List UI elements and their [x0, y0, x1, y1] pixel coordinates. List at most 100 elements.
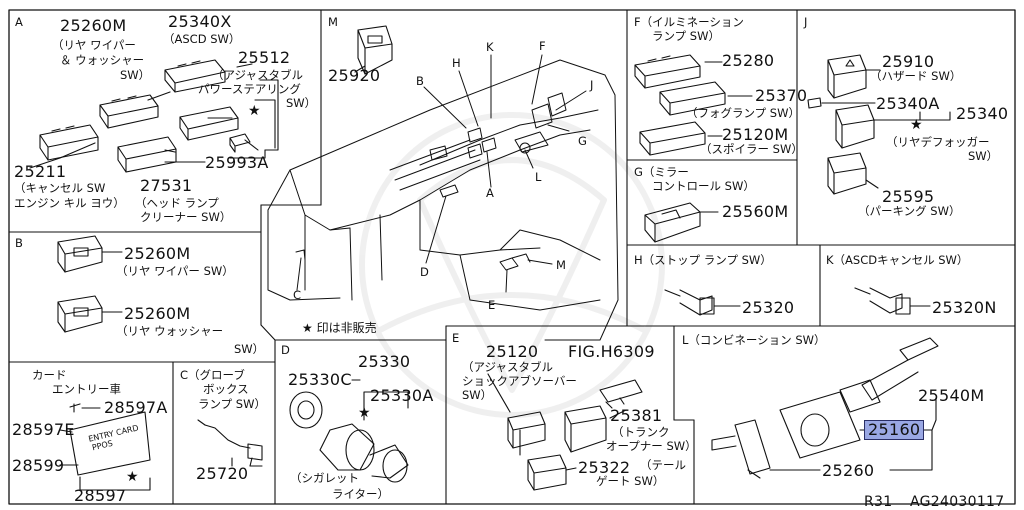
dashboard-illustration — [267, 54, 619, 341]
part-number-25260M-wiper: 25260M — [124, 244, 191, 263]
callout-b: B — [416, 74, 424, 88]
section-c-header-line3: ランプ SW） — [198, 397, 266, 411]
part-number-28597A: 28597A — [104, 398, 168, 417]
part-number-28597: 28597 — [74, 486, 127, 505]
not-for-sale-note: ★ 印は非販売 — [302, 321, 377, 335]
part-desc-25260M-washer-line2: SW） — [234, 342, 265, 356]
section-c-header-line1: C（グローブ — [180, 368, 245, 382]
callout-f: F — [539, 39, 546, 53]
section-j-letter: J — [804, 15, 808, 29]
part-desc-25120-line3: SW） — [462, 388, 493, 402]
part-desc-27531-line2: クリーナー SW） — [140, 210, 232, 224]
part-number-25540M: 25540M — [918, 386, 985, 405]
callout-a: A — [486, 186, 494, 200]
section-c-header-line2: ボックス — [203, 382, 249, 396]
part-number-25160-highlighted[interactable]: 25160 — [864, 420, 925, 440]
callout-g: G — [578, 134, 587, 148]
part-number-25330: 25330 — [358, 352, 411, 371]
part-number-25370: 25370 — [755, 86, 808, 105]
figure-reference: FIG.H6309 — [568, 342, 655, 361]
part-number-27531: 27531 — [140, 176, 193, 195]
part-number-25260M: 25260M — [60, 16, 127, 35]
part-number-25120M: 25120M — [722, 125, 789, 144]
part-desc-25211-line2: エンジン キル ヨウ） — [14, 196, 125, 210]
part-desc-25322-line2: ゲート SW） — [596, 474, 665, 488]
callout-e: E — [488, 298, 496, 312]
section-j-parts — [807, 54, 951, 195]
watermark-emblem — [359, 112, 665, 418]
part-desc-25512-line3: SW） — [286, 96, 317, 110]
part-number-25595: 25595 — [882, 187, 935, 206]
part-number-25340X: 25340X — [168, 12, 232, 31]
part-desc-25340-line2: SW） — [968, 149, 999, 163]
card-header-line1: カード — [32, 368, 67, 382]
part-number-25560M: 25560M — [722, 202, 789, 221]
part-desc-25120M: （スポイラー SW） — [700, 142, 803, 156]
part-desc-25260M-wiper: （リヤ ワイパー SW） — [116, 264, 234, 278]
section-f-header-line2: ランプ SW） — [652, 29, 720, 43]
part-desc-25120-line1: （アジャスタブル — [462, 360, 553, 374]
section-k-header: K（ASCDキャンセル SW） — [826, 253, 969, 267]
part-number-25993A: 25993A — [205, 153, 269, 172]
section-e-letter: E — [452, 331, 460, 345]
callout-c: C — [293, 288, 302, 302]
callout-k: K — [486, 40, 494, 54]
part-number-25320N: 25320N — [932, 298, 997, 317]
section-a-letter: A — [15, 15, 23, 29]
part-desc-25260M-line2: ＆ ウォッシャー — [60, 53, 145, 67]
section-c-parts — [197, 419, 263, 467]
callout-j: J — [590, 78, 594, 92]
part-desc-25340-line1: （リヤデフォッガー — [886, 135, 990, 149]
part-desc-25120-line2: ショックアブソーバー — [462, 374, 577, 388]
part-desc-25260M-line3: SW） — [120, 68, 151, 82]
part-number-25280: 25280 — [722, 51, 775, 70]
part-number-25381: 25381 — [610, 406, 663, 425]
part-number-25920: 25920 — [328, 66, 381, 85]
section-g-header-line1: G（ミラー — [634, 165, 689, 179]
section-m-parts — [354, 25, 393, 75]
part-number-25120: 25120 — [486, 342, 539, 361]
star-mark-card: ★ — [126, 469, 139, 485]
part-desc-25910: （ハザード SW） — [870, 69, 962, 83]
part-number-25211: 25211 — [14, 162, 67, 181]
part-number-25330A: 25330A — [370, 386, 434, 405]
part-number-25320: 25320 — [742, 298, 795, 317]
part-number-25260: 25260 — [822, 461, 875, 480]
part-desc-25370: （フォグランプ SW） — [686, 106, 800, 120]
section-f-header-line1: F（イルミネーション — [634, 15, 744, 29]
part-desc-25340X: （ASCD SW） — [163, 32, 241, 46]
part-desc-25381-line1: （トランク — [612, 425, 670, 439]
card-section-parts — [59, 403, 151, 491]
cigarette-lighter-desc-line2: ライター） — [332, 487, 390, 501]
part-number-25340A: 25340A — [876, 94, 940, 113]
callout-l: L — [535, 170, 542, 184]
section-b-parts — [57, 235, 123, 333]
section-h-header: H（ストップ ランプ SW） — [634, 253, 772, 267]
callout-d: D — [420, 265, 429, 279]
model-code: R31 — [864, 494, 893, 510]
section-m-letter: M — [328, 15, 338, 29]
section-h-k-parts — [664, 287, 931, 316]
part-desc-25211-line1: （キャンセル SW — [14, 181, 106, 195]
star-mark-d: ★ — [358, 405, 371, 421]
section-a-parts — [29, 59, 279, 173]
part-desc-25260M-line1: （リヤ ワイパー — [52, 38, 136, 52]
part-number-25260M-washer: 25260M — [124, 304, 191, 323]
part-desc-25322-line1: （テール — [640, 458, 686, 472]
section-d-letter: D — [281, 343, 290, 357]
part-number-28599: 28599 — [12, 456, 65, 475]
part-desc-25260M-washer-line1: （リヤ ウォッシャー — [116, 324, 224, 338]
part-desc-25512-line1: （アジャスタブル — [212, 68, 303, 82]
section-b-letter: B — [15, 236, 23, 250]
section-e-parts — [487, 373, 643, 491]
part-number-25720: 25720 — [196, 464, 249, 483]
star-mark-j: ★ — [910, 117, 923, 133]
part-number-25322: 25322 — [578, 458, 631, 477]
section-f-parts — [634, 54, 753, 156]
section-l-header: L（コンビネーション SW） — [682, 333, 826, 347]
part-number-25340: 25340 — [956, 104, 1009, 123]
part-desc-27531-line1: （ヘッド ランプ — [135, 196, 219, 210]
section-g-header-line2: コントロール SW） — [652, 179, 755, 193]
